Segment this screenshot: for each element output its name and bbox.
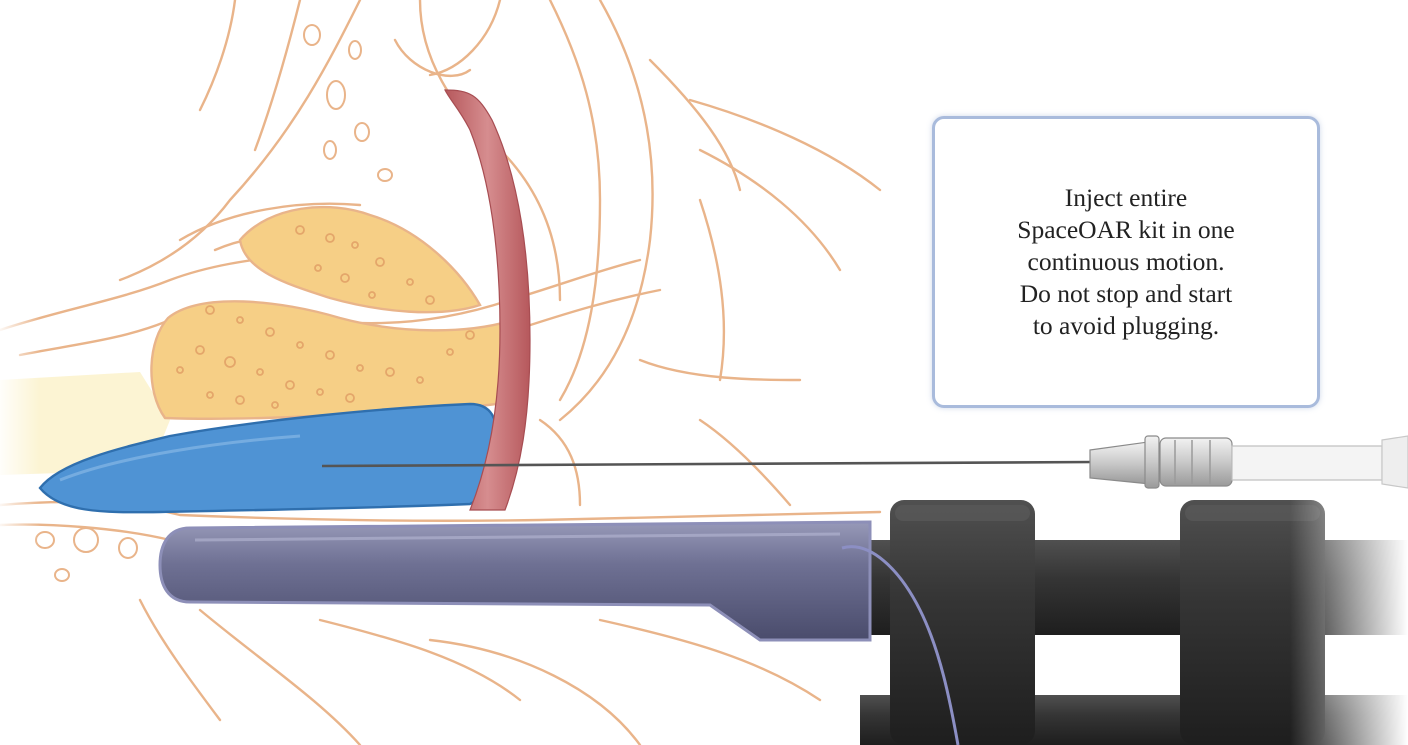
- callout-line-1: Inject entire: [1065, 182, 1187, 214]
- stepper-holder-icon: [860, 490, 1408, 745]
- instruction-callout: Inject entire SpaceOAR kit in one contin…: [932, 116, 1320, 408]
- ultrasound-probe-icon: [160, 522, 870, 640]
- callout-line-5: to avoid plugging.: [1033, 310, 1219, 342]
- syringe-hub: [1090, 436, 1408, 488]
- callout-line-4: Do not stop and start: [1020, 278, 1232, 310]
- seminal-vesicle: [240, 207, 480, 312]
- prostate-gland: [151, 301, 520, 418]
- callout-line-2: SpaceOAR kit in one: [1017, 214, 1234, 246]
- callout-line-3: continuous motion.: [1028, 246, 1225, 278]
